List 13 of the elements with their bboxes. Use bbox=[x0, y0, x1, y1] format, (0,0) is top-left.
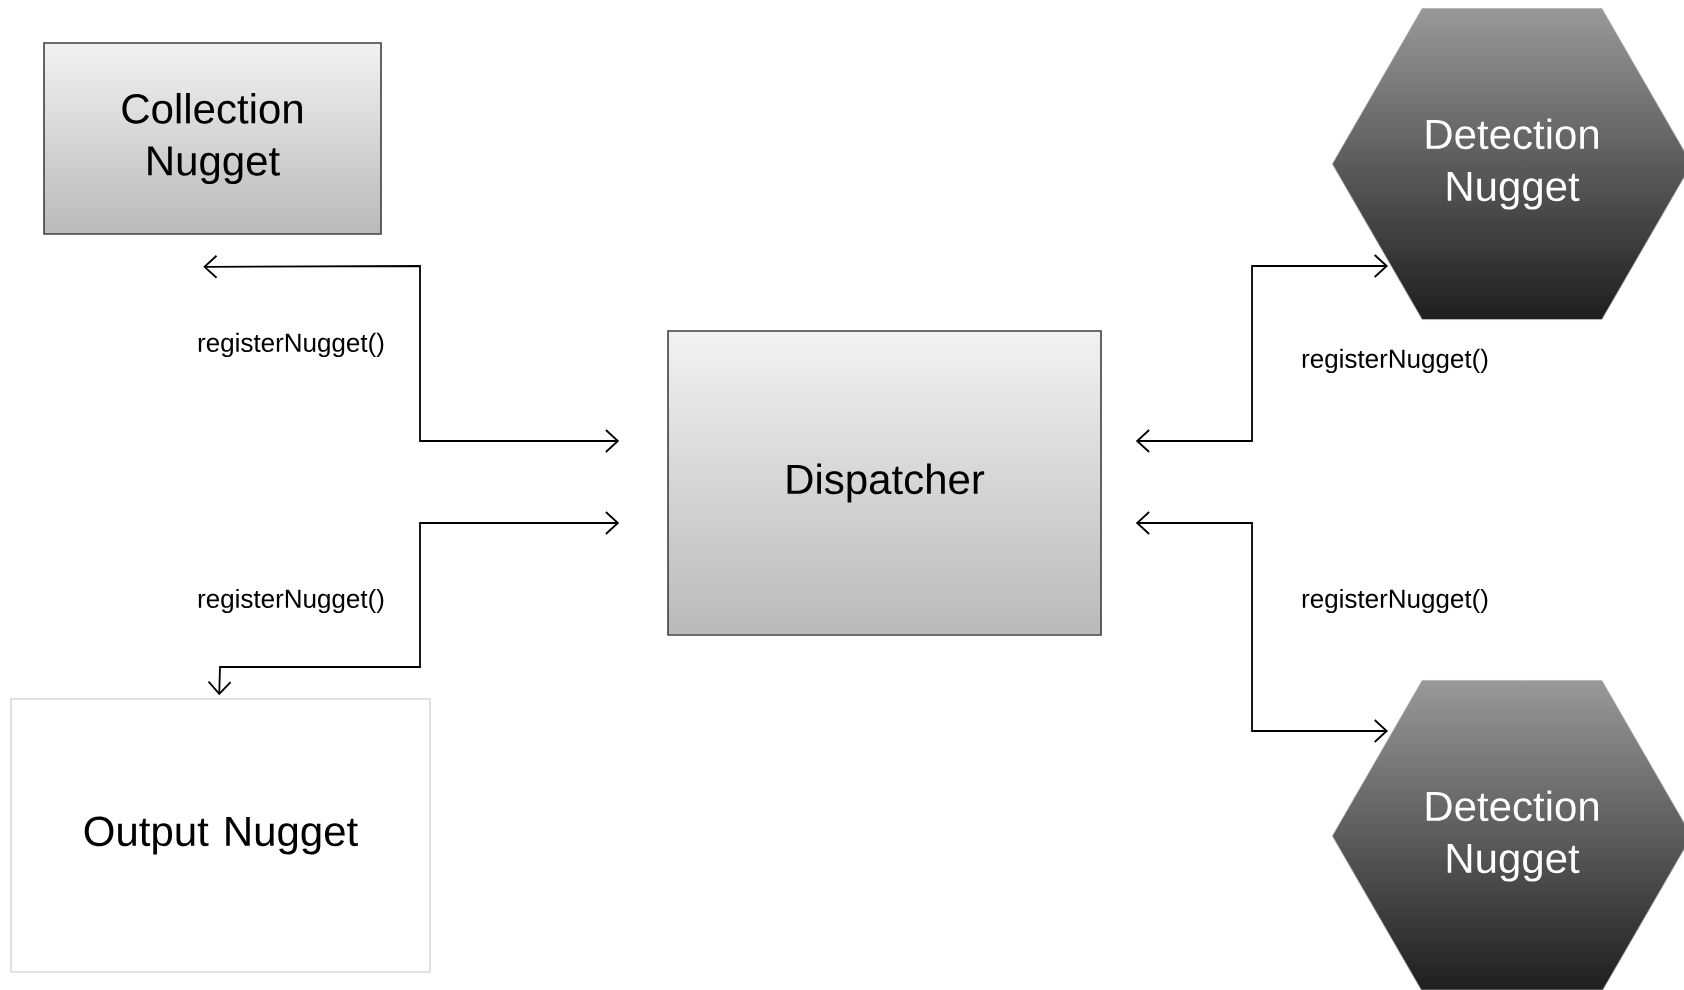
process-box: Dispatcher bbox=[667, 330, 1102, 636]
output-box: Output Nugget bbox=[10, 698, 431, 973]
hexagon: Detection Nugget bbox=[1332, 8, 1684, 320]
arrow bbox=[1135, 511, 1389, 743]
edge-label: registerNugget() bbox=[198, 332, 384, 358]
edge-label: registerNugget() bbox=[198, 588, 384, 614]
arrow bbox=[1135, 254, 1389, 453]
edge-label: registerNugget() bbox=[1302, 348, 1488, 374]
hexagon: Detection Nugget bbox=[1332, 680, 1684, 990]
arrow bbox=[203, 254, 620, 453]
edge-label: registerNugget() bbox=[1302, 588, 1488, 614]
arrow bbox=[207, 511, 620, 696]
process-box: Collection Nugget bbox=[43, 42, 382, 235]
